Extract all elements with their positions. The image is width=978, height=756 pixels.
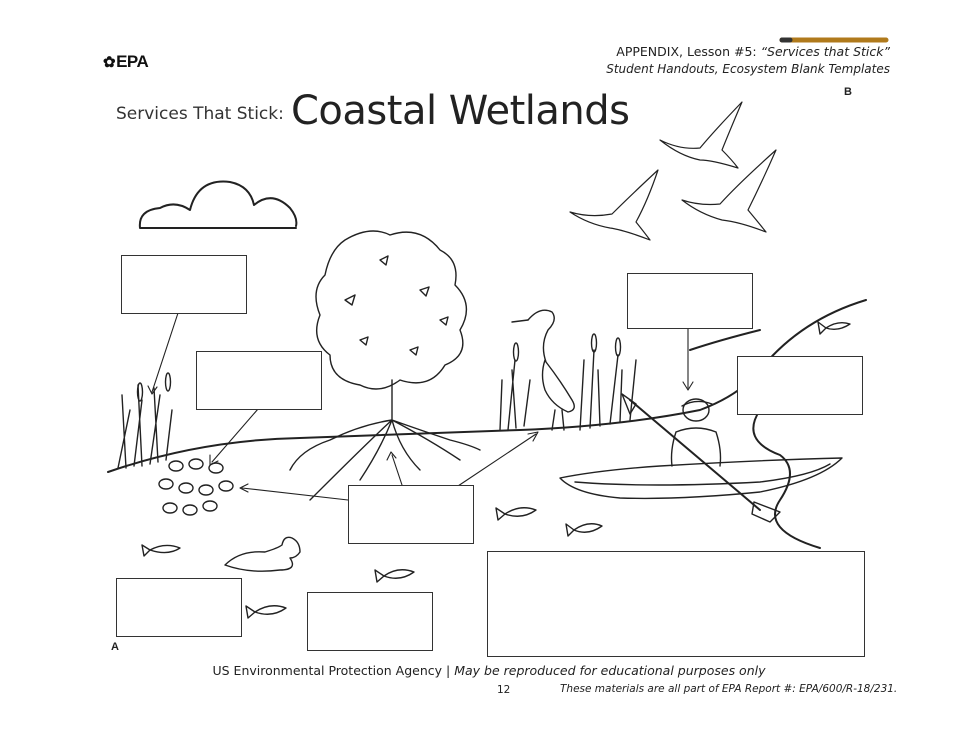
flying-geese	[569, 101, 777, 241]
large-answer-box[interactable]	[487, 551, 865, 657]
handouts-subheader: Student Handouts, Ecosystem Blank Templa…	[606, 62, 890, 76]
footer-report-line: These materials are all part of EPA Repo…	[560, 683, 898, 695]
page-number: 12	[497, 684, 511, 696]
fish	[141, 321, 851, 619]
blank-label-box[interactable]	[348, 485, 474, 544]
blank-label-box[interactable]	[627, 273, 753, 329]
kayaker	[559, 393, 843, 523]
blank-label-box[interactable]	[116, 578, 242, 637]
cattails-middle	[499, 333, 637, 431]
river-bank	[689, 329, 821, 549]
cloud-drawing	[138, 180, 298, 229]
cattails-left	[117, 372, 173, 469]
oyster-bed	[158, 458, 234, 516]
blank-label-box[interactable]	[196, 351, 322, 410]
appendix-header: APPENDIX, Lesson #5: “Services that Stic…	[616, 44, 890, 59]
worksheet-title: Coastal Wetlands	[291, 88, 630, 134]
duck	[224, 536, 301, 572]
blank-label-box[interactable]	[121, 255, 247, 314]
heron-bird	[511, 309, 575, 431]
label-arrows	[147, 312, 694, 501]
blank-label-box[interactable]	[737, 356, 863, 415]
footer-agency-line: US Environmental Protection Agency | May…	[212, 663, 766, 678]
corner-letter-b: B	[844, 86, 852, 98]
epa-logo: ✿EPA	[103, 52, 149, 71]
corner-letter-a: A	[111, 641, 119, 653]
mangrove-tree	[289, 230, 481, 501]
blank-label-box[interactable]	[307, 592, 433, 651]
worksheet-subtitle: Services That Stick:	[116, 104, 284, 124]
epa-flower-icon: ✿	[103, 54, 116, 71]
